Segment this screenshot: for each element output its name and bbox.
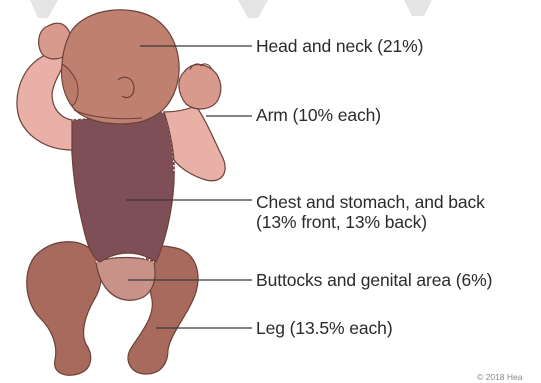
label-chest-stomach-back: Chest and stomach, and back (13% front, … [256,192,485,232]
label-chest-line-2: (13% front, 13% back) [256,212,485,232]
head-area [61,10,179,124]
label-chest-line-1: Chest and stomach, and back [256,192,485,212]
label-head-and-neck: Head and neck (21%) [256,36,423,56]
label-leg: Leg (13.5% each) [256,318,393,338]
copyright-notice: © 2018 Hea [477,372,523,383]
label-arm: Arm (10% each) [256,105,381,125]
left-leg [27,242,102,376]
label-buttocks-genital: Buttocks and genital area (6%) [256,270,492,290]
buttocks-area [96,256,155,300]
torso-area [71,112,174,262]
